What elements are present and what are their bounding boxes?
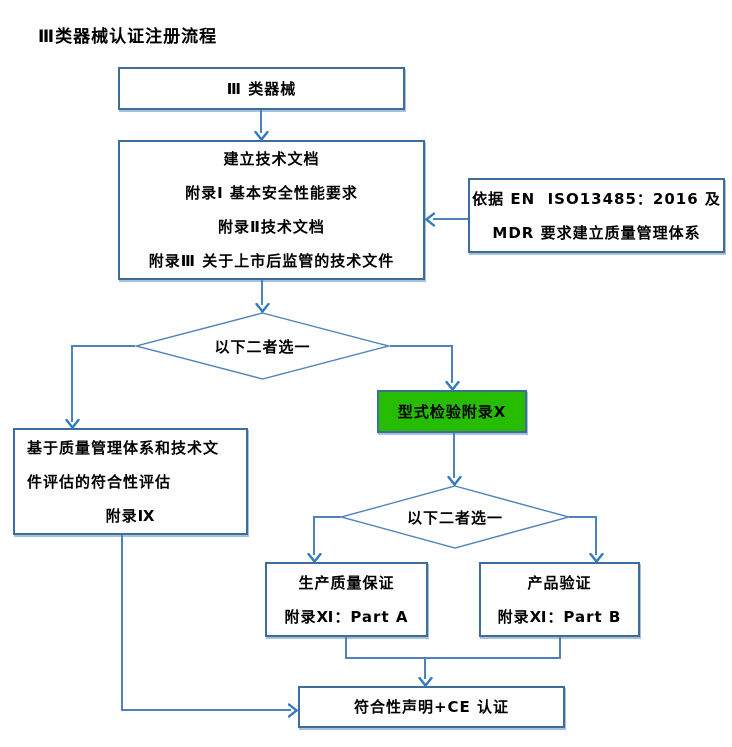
node-label: 型式检验附录Ⅹ (397, 402, 507, 421)
arrowhead-down-icon (589, 553, 604, 563)
connector-decision1-left-v (71, 345, 73, 422)
connector-decision1-right-h (390, 345, 453, 347)
connector-techdoc-to-decision1 (261, 280, 263, 305)
node-conformity-assessment-annex9: 基于质量管理体系和技术文 件评估的符合性评估 附录Ⅸ (13, 428, 248, 535)
connector-green-to-decision2 (453, 433, 455, 478)
node-label-line: 建立技术文档 (223, 150, 320, 168)
arrowhead-down-icon (447, 476, 462, 486)
node-label: Ⅲ 类器械 (226, 79, 297, 98)
node-label-line: 附录Ⅸ (105, 506, 156, 525)
connector-annex9-to-declaration (121, 709, 291, 711)
arrowhead-down-icon (445, 381, 460, 391)
connector-merge-h (345, 657, 561, 659)
connector-decision2-right-h (569, 516, 597, 518)
connector-decision1-right-v (451, 345, 453, 383)
node-label-line: 生产质量保证 (298, 573, 395, 592)
node-label: 符合性声明+CE 认证 (353, 698, 510, 716)
node-qms-iso13485: 依据 EN ISO13485：2016 及 MDR 要求建立质量管理体系 (468, 178, 725, 253)
connector-parta-down (345, 637, 347, 659)
page-title: Ⅲ类器械认证注册流程 (38, 27, 218, 47)
node-label-line: 附录Ⅺ：Part B (497, 607, 622, 626)
arrowhead-down-icon (307, 553, 322, 563)
node-label-line: MDR 要求建立质量管理体系 (492, 223, 701, 242)
node-decision-choose-one-1: 以下二者选一 (135, 312, 390, 380)
node-label-line: 件评估的符合性评估 (27, 472, 172, 491)
node-product-verification-annex11-part-b: 产品验证 附录Ⅺ：Part B (479, 562, 640, 637)
node-type-examination-annex10: 型式检验附录Ⅹ (377, 390, 527, 433)
arrowhead-right-icon (288, 703, 298, 718)
connector-decision2-right-v (595, 516, 597, 555)
node-label-line: 依据 EN ISO13485：2016 及 (472, 189, 721, 208)
node-label-line: 附录Ⅲ 关于上市后监管的技术文件 (148, 252, 395, 270)
connector-decision1-left-h (71, 345, 135, 347)
node-label: 以下二者选一 (214, 337, 311, 356)
connector-annex9-down (121, 535, 123, 711)
node-label-line: 附录Ⅰ 基本安全性能要求 (185, 184, 358, 202)
arrowhead-down-icon (255, 303, 270, 313)
connector-decision2-left-h (313, 516, 341, 518)
node-production-qa-annex11-part-a: 生产质量保证 附录Ⅺ：Part A (265, 562, 428, 637)
connector-class3-to-techdoc (260, 110, 262, 133)
connector-partb-down (559, 637, 561, 659)
node-label-line: 附录Ⅺ：Part A (284, 607, 409, 626)
connector-merge-to-declaration (424, 657, 426, 679)
diamond-shape (135, 312, 390, 380)
node-decision-choose-one-2: 以下二者选一 (340, 485, 570, 549)
node-technical-documentation: 建立技术文档 附录Ⅰ 基本安全性能要求 附录Ⅱ技术文档 附录Ⅲ 关于上市后监管的… (118, 140, 425, 280)
diamond-shape (340, 485, 570, 549)
node-declaration-ce: 符合性声明+CE 认证 (298, 686, 565, 728)
arrowhead-left-icon (425, 212, 435, 227)
node-label-line: 基于质量管理体系和技术文 (27, 438, 220, 457)
node-label: 以下二者选一 (406, 508, 503, 527)
arrowhead-down-icon (418, 677, 433, 687)
connector-decision2-left-v (313, 516, 315, 555)
node-label-line: 附录Ⅱ技术文档 (218, 218, 325, 236)
arrowhead-down-icon (65, 419, 80, 429)
node-label-line: 产品验证 (527, 573, 592, 592)
node-class3-device: Ⅲ 类器械 (118, 67, 405, 110)
arrowhead-down-icon (254, 131, 269, 141)
connector-qms-to-techdoc (433, 218, 468, 220)
